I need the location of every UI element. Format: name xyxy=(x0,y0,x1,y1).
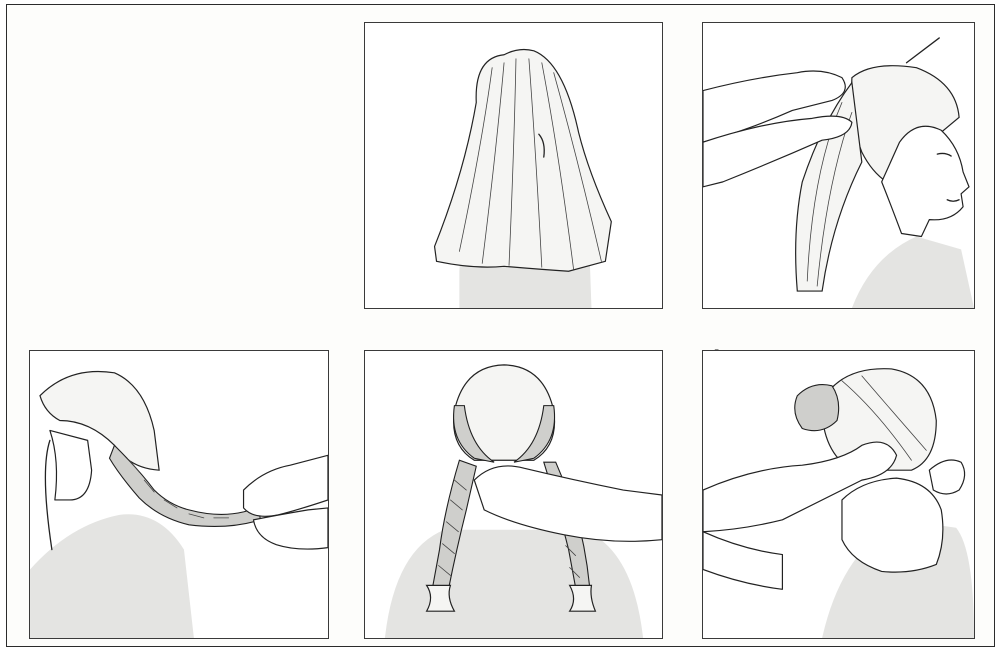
step-1-illustration xyxy=(364,22,663,309)
step-5a-illustration xyxy=(364,350,663,639)
loose-hair-back-view-drawing xyxy=(365,23,662,308)
pinning-braids-drawing xyxy=(703,351,974,638)
step-2-illustration xyxy=(702,22,975,309)
two-braids-back-view-drawing xyxy=(365,351,662,638)
sectioning-hair-profile-drawing xyxy=(703,23,974,308)
step-3-illustration xyxy=(29,350,329,639)
step-5b-illustration xyxy=(702,350,975,639)
single-braid-drawing xyxy=(30,351,328,638)
